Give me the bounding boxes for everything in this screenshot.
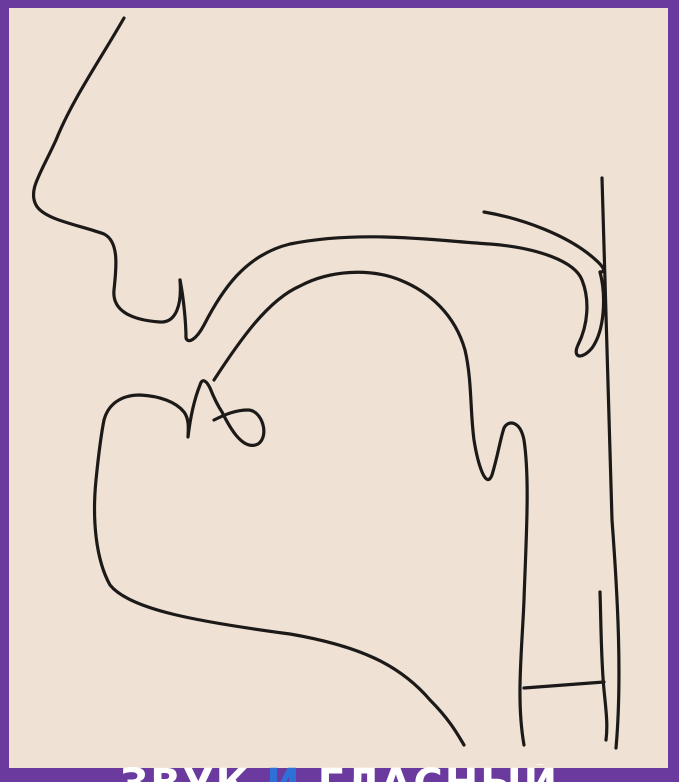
- chin-jaw-throat-line: [95, 420, 464, 745]
- vocal-cords-line: [524, 682, 604, 688]
- pharynx-back-wall-line: [602, 178, 619, 748]
- caption-word-3: ГЛАСНЫЙ: [318, 764, 559, 782]
- caption-word-2: И: [266, 764, 301, 782]
- diagram-paper: [9, 8, 668, 768]
- velum-back-line: [484, 212, 604, 272]
- lower-lip-teeth-line: [104, 381, 264, 446]
- tongue-surface-line: [214, 272, 527, 745]
- larynx-right-line: [600, 592, 607, 740]
- caption-word-1: ЗВУК: [120, 764, 250, 782]
- vocal-tract-diagram: [9, 8, 668, 768]
- face-profile-line: [33, 18, 180, 322]
- slide-caption: ЗВУК И ГЛАСНЫЙ: [0, 764, 679, 782]
